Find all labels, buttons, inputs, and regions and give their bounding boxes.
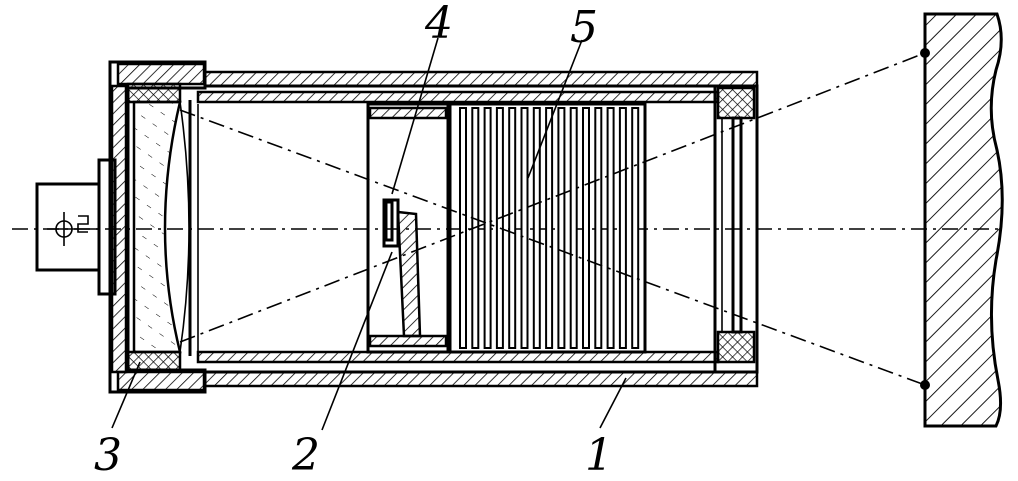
diaphragm-fin: [459, 107, 467, 349]
target-wall: [920, 12, 1004, 428]
diaphragm-fin: [508, 107, 517, 349]
diaphragm-fin: [557, 107, 566, 349]
lens-3: [132, 100, 190, 354]
callout-4: 4: [424, 0, 453, 49]
diaphragm-fin: [495, 107, 504, 349]
diaphragm-stack-5: [448, 102, 647, 354]
diaphragm-fin: [532, 107, 541, 349]
callout-5: 5: [570, 2, 598, 53]
leader-lines: [111, 37, 627, 431]
diaphragm-fin: [618, 107, 627, 349]
diaphragm-fin: [483, 107, 492, 349]
rear-window: [713, 84, 759, 374]
diaphragm-fin: [606, 107, 615, 349]
ray-lines: [179, 52, 926, 386]
diaphragm-fin: [520, 107, 529, 349]
diaphragm-fin: [594, 107, 603, 349]
target-point-bottom: [920, 380, 930, 390]
diaphragm-fin: [569, 107, 578, 349]
callout-2: 2: [291, 430, 320, 481]
diaphragm-fin: [545, 107, 554, 349]
element-2: [382, 198, 422, 338]
sensor-housing: [35, 158, 117, 296]
target-point-top: [920, 48, 930, 58]
callout-3: 3: [94, 430, 122, 481]
diaphragm-fin: [582, 107, 590, 349]
diaphragm-fin: [631, 107, 640, 349]
callout-1: 1: [585, 430, 613, 481]
